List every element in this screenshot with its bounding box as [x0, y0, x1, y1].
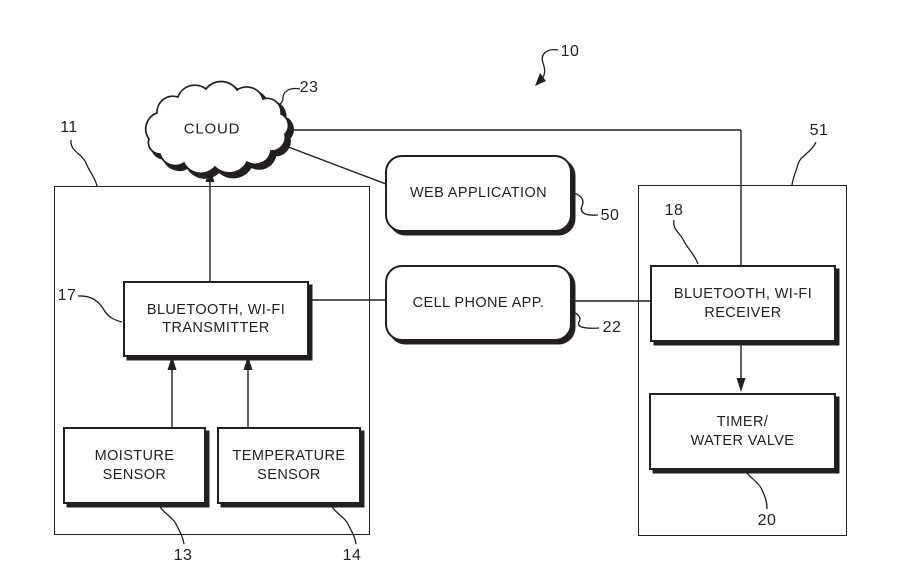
leader-line-51 [791, 141, 817, 186]
temperature-label-line1: TEMPERATURE [232, 448, 346, 465]
leader-line-11 [70, 139, 98, 187]
temperature-sensor-box: TEMPERATURE SENSOR [217, 427, 361, 504]
moisture-label-line1: MOISTURE [94, 448, 175, 465]
arrow-temperature-to-transmitter-head [243, 356, 253, 370]
cloud-body [144, 80, 290, 175]
ref-13: 13 [173, 547, 193, 564]
leader-line-18 [673, 219, 699, 265]
web-application-box: WEB APPLICATION [385, 155, 572, 232]
ref-50: 50 [600, 207, 620, 224]
ref-22: 22 [602, 319, 622, 336]
leader-line-22 [566, 309, 600, 329]
cloud-label: CLOUD [183, 120, 241, 138]
leader-line-20 [742, 465, 768, 510]
transmitter-label-line1: BLUETOOTH, WI-FI [146, 301, 286, 318]
timer-water-valve-box: TIMER/ WATER VALVE [649, 393, 836, 470]
ref-14: 14 [342, 547, 362, 564]
ref-23: 23 [299, 79, 319, 96]
timer-label-line1: TIMER/ [716, 414, 769, 431]
line-cloud-to-webapp [282, 144, 387, 185]
ref-17: 17 [57, 287, 77, 304]
arrow-moisture-to-transmitter-head [167, 356, 177, 370]
figure-ref-arrow-head [535, 73, 546, 86]
leader-line-14 [329, 502, 357, 545]
receiver-label-line2: RECEIVER [704, 304, 782, 321]
leader-line-13 [157, 502, 185, 545]
arrow-receiver-to-timer-head [736, 378, 746, 392]
receiver-label-line1: BLUETOOTH, WI-FI [673, 286, 813, 303]
ref-18: 18 [664, 202, 684, 219]
ref-10: 10 [560, 43, 580, 60]
timer-label-line2: WATER VALVE [690, 432, 795, 449]
receiver-box: BLUETOOTH, WI-FI RECEIVER [650, 265, 836, 342]
leader-line-17 [77, 295, 123, 323]
transmitter-label-line2: TRANSMITTER [162, 320, 270, 336]
sensor-unit-enclosure [54, 186, 370, 535]
ref-11: 11 [60, 119, 78, 136]
cell-phone-app-label: CELL PHONE APP. [412, 294, 545, 311]
ref-51: 51 [809, 122, 829, 139]
leader-line-50 [569, 191, 599, 216]
web-application-label: WEB APPLICATION [409, 185, 548, 202]
transmitter-box: BLUETOOTH, WI-FI TRANSMITTER [123, 281, 309, 357]
cell-phone-app-box: CELL PHONE APP. [385, 265, 572, 341]
cloud-shape [144, 80, 294, 179]
moisture-label-line2: SENSOR [102, 466, 167, 483]
figure-ref-arrow-line [539, 49, 559, 82]
moisture-sensor-box: MOISTURE SENSOR [63, 427, 206, 504]
temperature-label-line2: SENSOR [257, 466, 321, 483]
valve-unit-enclosure [638, 185, 847, 536]
ref-20: 20 [757, 512, 777, 529]
